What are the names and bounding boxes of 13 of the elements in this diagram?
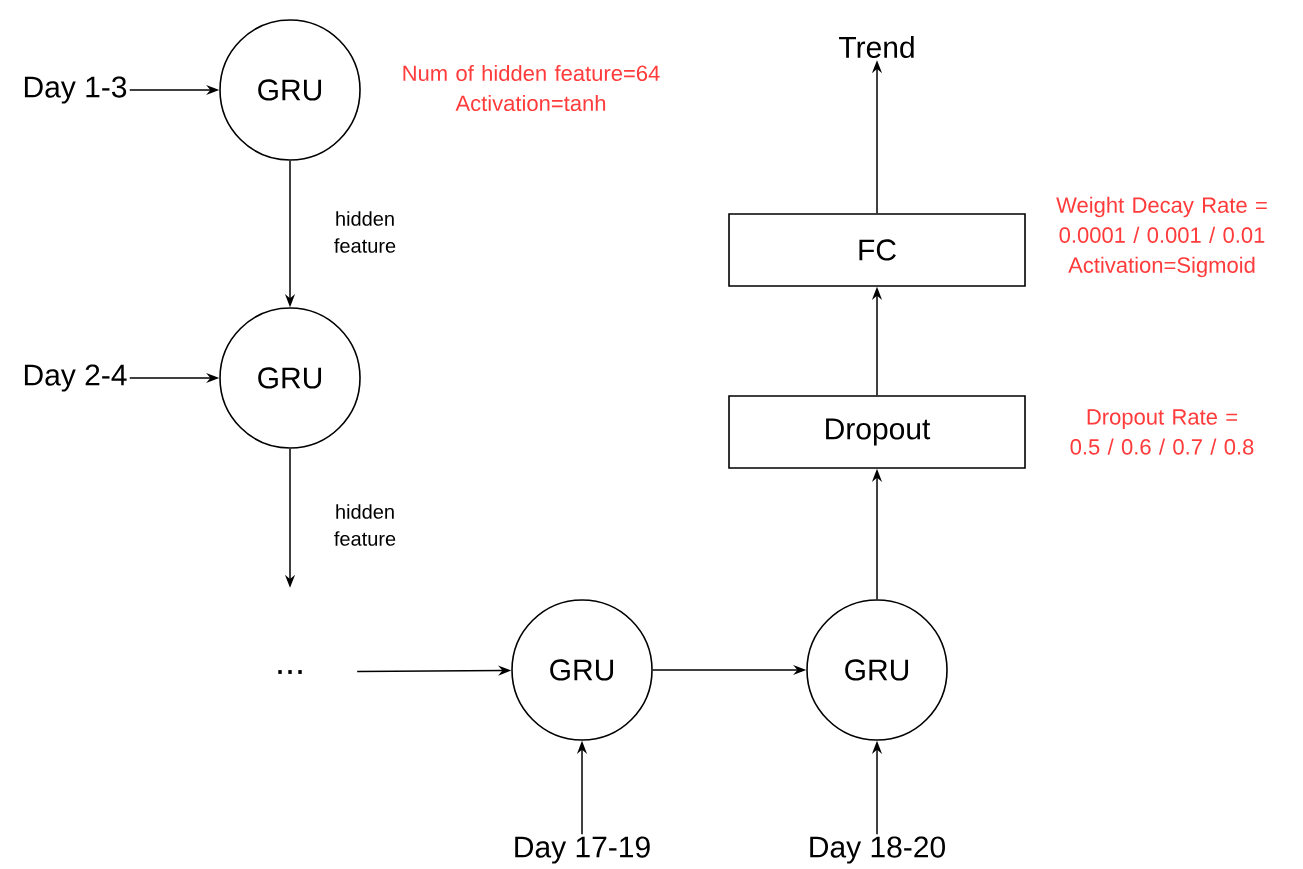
note: Weight Decay Rate = 0.0001 / 0.001 / 0.01 Activation=Sigmoid bbox=[1056, 196, 1267, 278]
edge-label: hidden feature bbox=[334, 211, 396, 253]
node-label: Day 1-3 bbox=[24, 76, 127, 104]
ellipsis: ... bbox=[278, 670, 302, 674]
node-label: Day 2-4 bbox=[24, 364, 127, 392]
layer-box: FC bbox=[728, 213, 1026, 287]
node-label: Day 18-20 bbox=[810, 836, 945, 864]
note: Dropout Rate = 0.5 / 0.6 / 0.7 / 0.8 bbox=[1070, 409, 1254, 455]
layer-box: Dropout bbox=[728, 395, 1026, 469]
node-label: Day 17-19 bbox=[515, 836, 650, 864]
node-label: Trend bbox=[839, 36, 914, 58]
edge-label: hidden feature bbox=[334, 504, 396, 546]
note: Num of hidden feature=64 Activation=tanh bbox=[403, 64, 660, 112]
